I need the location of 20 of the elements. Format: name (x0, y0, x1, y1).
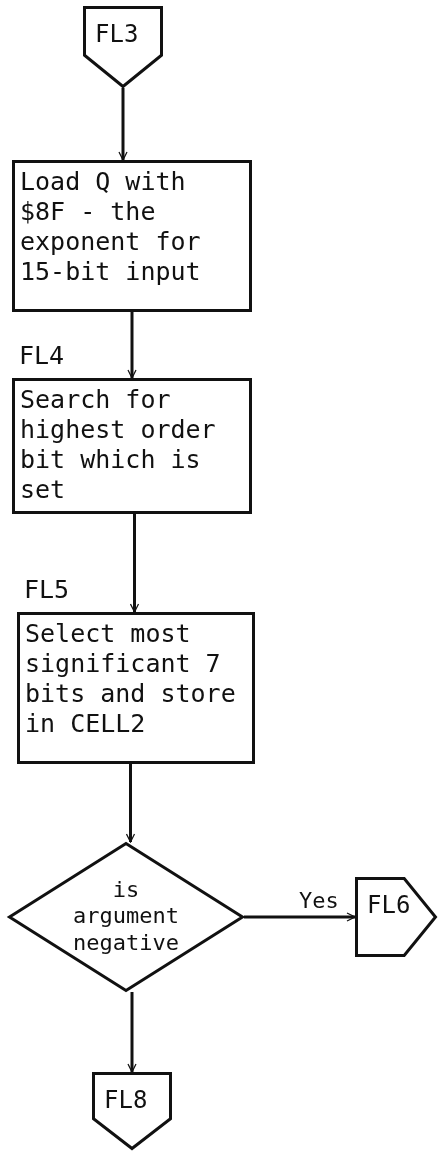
process-text: Search for highest order bit which is set (20, 385, 217, 505)
arrow (244, 912, 356, 922)
step-label: FL4 (19, 341, 65, 371)
process-text: Load Q with $8F - the exponent for 15-bit input (20, 167, 202, 287)
arrow (129, 514, 140, 613)
arrow (127, 992, 137, 1073)
process-text: Select most significant 7 bits and store in CELL2 (25, 619, 237, 739)
connector-label: FL6 (367, 891, 411, 919)
arrow (127, 312, 137, 379)
connector-label: FL8 (104, 1086, 148, 1114)
decision-text: is argument negative (72, 877, 180, 957)
process-box (12, 160, 252, 312)
decision-diamond (8, 842, 244, 992)
step-label: FL5 (24, 575, 70, 605)
arrow (125, 764, 136, 843)
offpage-connector (355, 877, 437, 957)
offpage-connector (92, 1072, 172, 1150)
connector-label: FL3 (95, 20, 139, 48)
offpage-connector (83, 6, 163, 88)
arrow (118, 88, 128, 161)
